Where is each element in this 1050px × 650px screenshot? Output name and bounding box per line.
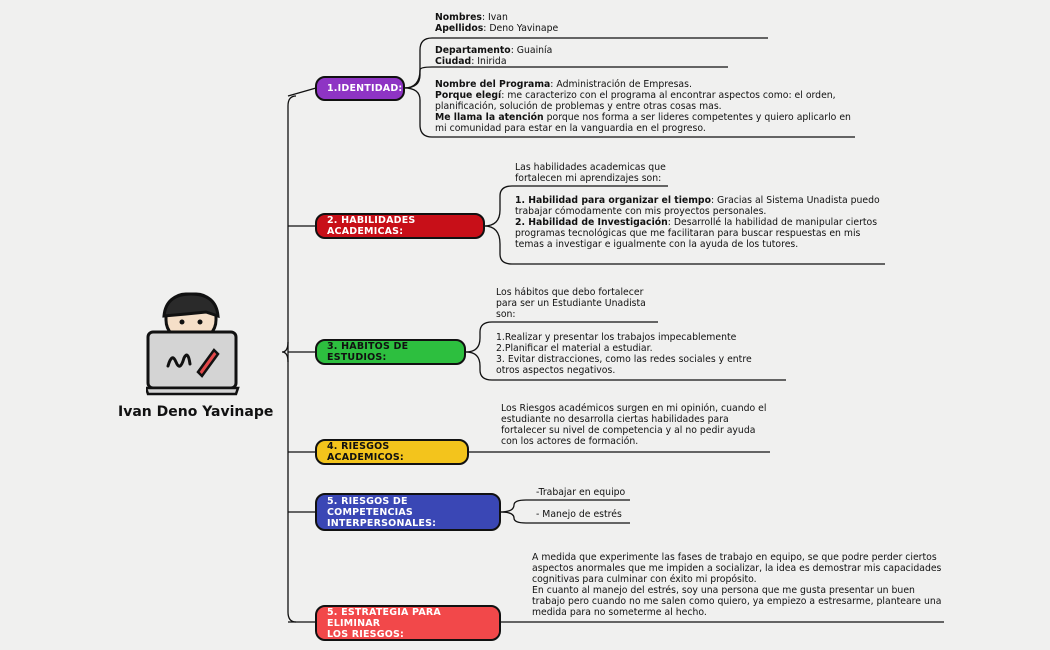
node-estrategia[interactable]: 5. ESTRATEGIA PARA ELIMINAR LOS RIESGOS: [315,605,501,641]
competencias-item-2: - Manejo de estrés [536,509,622,520]
node-estrategia-label-2: LOS RIESGOS: [327,628,405,640]
identidad-nombres: Nombres: Ivan Apellidos: Deno Yavinape [435,12,559,34]
habilidades-detalle: 1. Habilidad para organizar el tiempo: G… [515,195,880,250]
node-riesgos-academicos[interactable]: 4. RIESGOS ACADEMICOS: [315,439,469,465]
node-habitos-de-estudio[interactable]: 3. HABITOS DE ESTUDIOS: [315,339,466,365]
central-topic: Ivan Deno Yavinape [118,404,274,420]
habilidades-intro: Las habilidades academicas que fortalece… [515,162,666,184]
identidad-programa: Nombre del Programa: Administración de E… [435,79,851,134]
riesgos-texto: Los Riesgos académicos surgen en mi opin… [501,403,767,447]
node-habilidades-label: 2. HABILIDADES ACADEMICAS: [327,215,416,237]
competencias-item-1: -Trabajar en equipo [536,487,626,498]
node-riesgos-competencias[interactable]: 5. RIESGOS DE COMPETENCIAS INTERPERSONAL… [315,493,501,531]
node-identidad[interactable]: 1.IDENTIDAD: [315,76,405,101]
node-estrategia-label-1: 5. ESTRATEGIA PARA ELIMINAR [327,606,441,629]
node-habilidades-academicas[interactable]: 2. HABILIDADES ACADEMICAS: [315,213,485,239]
node-competencias-label-2: INTERPERSONALES: [327,517,437,529]
node-competencias-label-1: 5. RIESGOS DE COMPETENCIAS [327,495,413,518]
node-riesgos-label: 4. RIESGOS ACADEMICOS: [327,441,404,463]
node-identidad-label: 1.IDENTIDAD: [327,83,403,94]
central-connector [281,341,289,363]
avatar [144,292,240,400]
habitos-lista: 1.Realizar y presentar los trabajos impe… [496,332,752,376]
main-trunk [287,95,297,623]
habitos-intro: Los hábitos que debo fortalecer para ser… [496,287,646,320]
node-habitos-label: 3. HABITOS DE ESTUDIOS: [327,341,409,363]
laptop-user-icon [144,292,240,396]
identidad-ubicacion: Departamento: Guainía Ciudad: Inirida [435,45,553,67]
estrategia-texto: A medida que experimente las fases de tr… [532,552,942,618]
